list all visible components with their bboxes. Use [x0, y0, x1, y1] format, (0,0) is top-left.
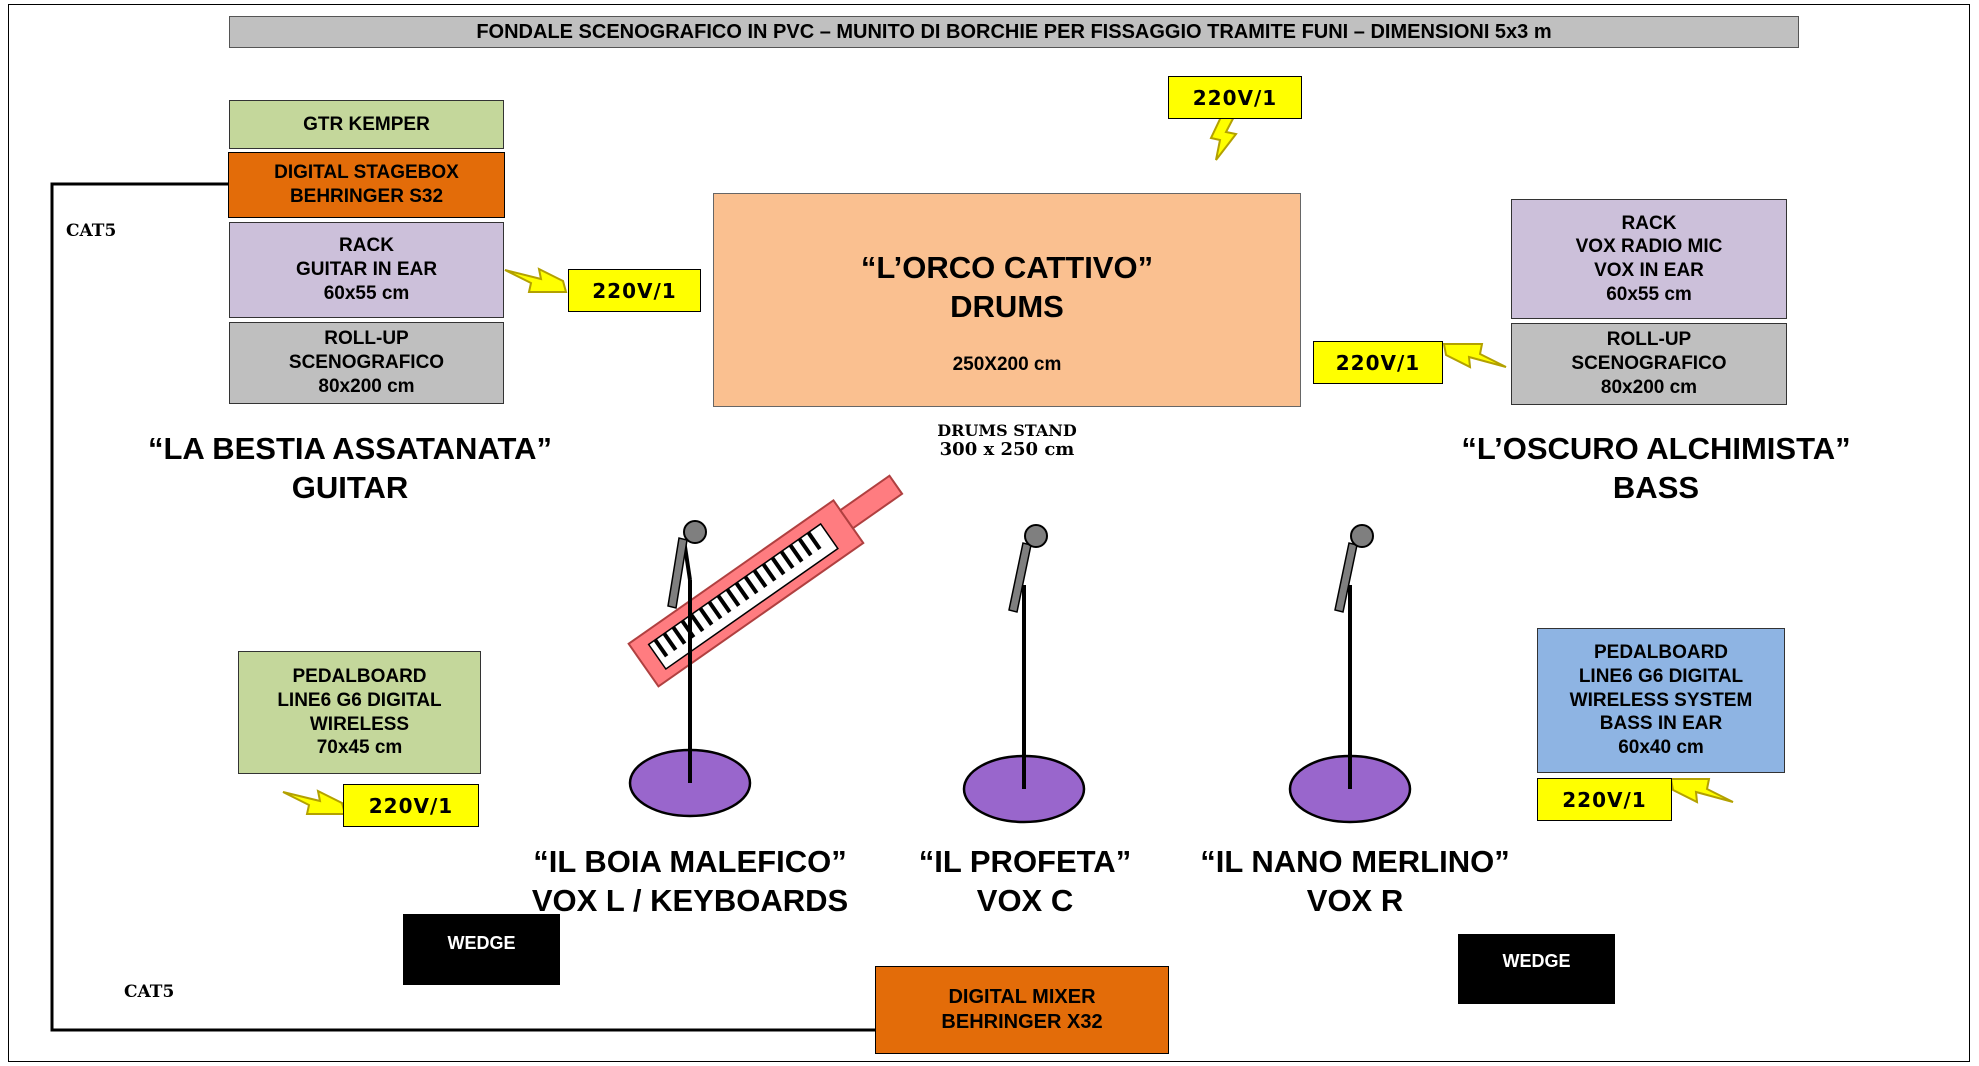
power-220v-left-pedalboard: 220V/1 [343, 784, 479, 827]
drums-stand-label: DRUMS STAND 300 x 250 cm [912, 422, 1102, 459]
vox-l-role: VOX L / KEYBOARDS [531, 882, 849, 918]
microphone-stand-icon [628, 520, 752, 818]
drums-role: DRUMS [950, 288, 1064, 324]
drums-stand-line1: DRUMS STAND [937, 421, 1077, 440]
left-pedalboard-box: PEDALBOARD LINE6 G6 DIGITAL WIRELESS 70x… [238, 651, 481, 774]
microphone-stand-icon [962, 524, 1086, 824]
gtr-kemper-box: GTR KEMPER [229, 100, 504, 149]
vox-rack-line4: 60x55 cm [1606, 283, 1692, 305]
right-pedalboard-line3: WIRELESS SYSTEM [1569, 689, 1753, 711]
drums-riser: “L’ORCO CATTIVO” DRUMS 250X200 cm [713, 193, 1301, 407]
drums-stand-line2: 300 x 250 cm [939, 438, 1075, 460]
power-220v-right-pedalboard: 220V/1 [1537, 778, 1672, 821]
power-220v-bass-rack: 220V/1 [1313, 341, 1443, 384]
wedge-left-label: WEDGE [447, 933, 516, 953]
vox-c-name: “IL PROFETA” [918, 844, 1132, 879]
stage-plot-frame [8, 4, 1970, 1062]
vox-r-name: “IL NANO MERLINO” [1200, 844, 1510, 879]
left-pedalboard-line4: 70x45 cm [316, 737, 403, 759]
wedge-monitor-right: WEDGE [1458, 934, 1615, 1004]
vox-l-label: “IL BOIA MALEFICO” VOX L / KEYBOARDS [500, 843, 880, 921]
header-title-text: FONDALE SCENOGRAFICO IN PVC – MUNITO DI … [476, 20, 1552, 43]
vox-c-role: VOX C [976, 882, 1074, 918]
left-rollup-line2: SCENOGRAFICO [288, 352, 445, 374]
right-rollup-line2: SCENOGRAFICO [1571, 353, 1727, 375]
lightning-bolt-icon [1669, 778, 1734, 804]
wedge-monitor-left: WEDGE [403, 914, 560, 985]
left-pedalboard-line1: PEDALBOARD [292, 666, 427, 687]
vox-rack-line2: VOX RADIO MIC [1575, 236, 1723, 258]
bass-player-name: “L’OSCURO ALCHIMISTA” [1461, 431, 1851, 466]
left-pedalboard-line3: WIRELESS [309, 713, 410, 735]
keytar-keys [653, 531, 822, 658]
right-rollup-line3: 80x200 cm [1600, 376, 1698, 398]
microphone-stand-icon [1288, 524, 1412, 824]
drums-size: 250X200 cm [952, 353, 1062, 375]
mixer-line1: DIGITAL MIXER [948, 986, 1096, 1008]
gtr-kemper-label: GTR KEMPER [303, 113, 430, 135]
vox-c-label: “IL PROFETA” VOX C [880, 843, 1170, 921]
vox-r-label: “IL NANO MERLINO” VOX R [1170, 843, 1540, 921]
guitar-player-name: “LA BESTIA ASSATANATA” [147, 431, 553, 466]
left-pedalboard-line2: LINE6 G6 DIGITAL [277, 689, 442, 711]
right-pedalboard-line4: BASS IN EAR [1599, 713, 1723, 735]
vox-rack-line1: RACK [1621, 212, 1677, 234]
right-pedalboard-line5: 60x40 cm [1618, 737, 1704, 759]
bass-player-label: “L’OSCURO ALCHIMISTA” BASS [1396, 430, 1916, 508]
cat5-label-top: CAT5 [66, 221, 117, 241]
right-rollup-line1: ROLL-UP [1606, 329, 1692, 351]
digital-stagebox: DIGITAL STAGEBOX BEHRINGER S32 [228, 152, 505, 218]
guitar-rack-box: RACK GUITAR IN EAR 60x55 cm [229, 222, 504, 318]
lightning-bolt-icon [1442, 343, 1507, 369]
page-title: FONDALE SCENOGRAFICO IN PVC – MUNITO DI … [229, 16, 1799, 48]
vox-r-role: VOX R [1306, 882, 1404, 918]
guitar-rack-line2: GUITAR IN EAR [295, 259, 438, 281]
bass-player-role: BASS [1612, 469, 1700, 505]
vox-rack-box: RACK VOX RADIO MIC VOX IN EAR 60x55 cm [1511, 199, 1787, 319]
guitar-player-label: “LA BESTIA ASSATANATA” GUITAR [90, 430, 610, 508]
right-pedalboard-line2: LINE6 G6 DIGITAL [1578, 665, 1744, 687]
left-rollup-box: ROLL-UP SCENOGRAFICO 80x200 cm [229, 322, 504, 404]
cat5-label-bottom: CAT5 [124, 982, 175, 1002]
lightning-bolt-icon [504, 267, 568, 293]
left-rollup-line1: ROLL-UP [324, 328, 409, 350]
guitar-rack-line1: RACK [339, 235, 394, 257]
digital-mixer-box: DIGITAL MIXER BEHRINGER X32 [875, 966, 1169, 1054]
right-pedalboard-box: PEDALBOARD LINE6 G6 DIGITAL WIRELESS SYS… [1537, 628, 1785, 773]
drums-name: “L’ORCO CATTIVO” [860, 250, 1154, 285]
wedge-right-label: WEDGE [1502, 951, 1571, 971]
power-220v-guitar-rack: 220V/1 [568, 269, 701, 312]
stagebox-line2: BEHRINGER S32 [289, 186, 444, 207]
mixer-line2: BEHRINGER X32 [941, 1011, 1103, 1033]
lightning-bolt-icon [282, 789, 347, 815]
vox-l-name: “IL BOIA MALEFICO” [533, 844, 847, 879]
guitar-rack-line3: 60x55 cm [323, 282, 410, 304]
right-pedalboard-line1: PEDALBOARD [1593, 642, 1729, 664]
keytar-icon [627, 474, 904, 688]
right-rollup-box: ROLL-UP SCENOGRAFICO 80x200 cm [1511, 323, 1787, 405]
guitar-player-role: GUITAR [291, 469, 409, 505]
cat5-cable [50, 182, 877, 1032]
power-220v-drums: 220V/1 [1168, 76, 1302, 119]
stagebox-line1: DIGITAL STAGEBOX [274, 162, 459, 184]
vox-rack-line3: VOX IN EAR [1594, 260, 1704, 281]
left-rollup-line3: 80x200 cm [318, 375, 415, 397]
